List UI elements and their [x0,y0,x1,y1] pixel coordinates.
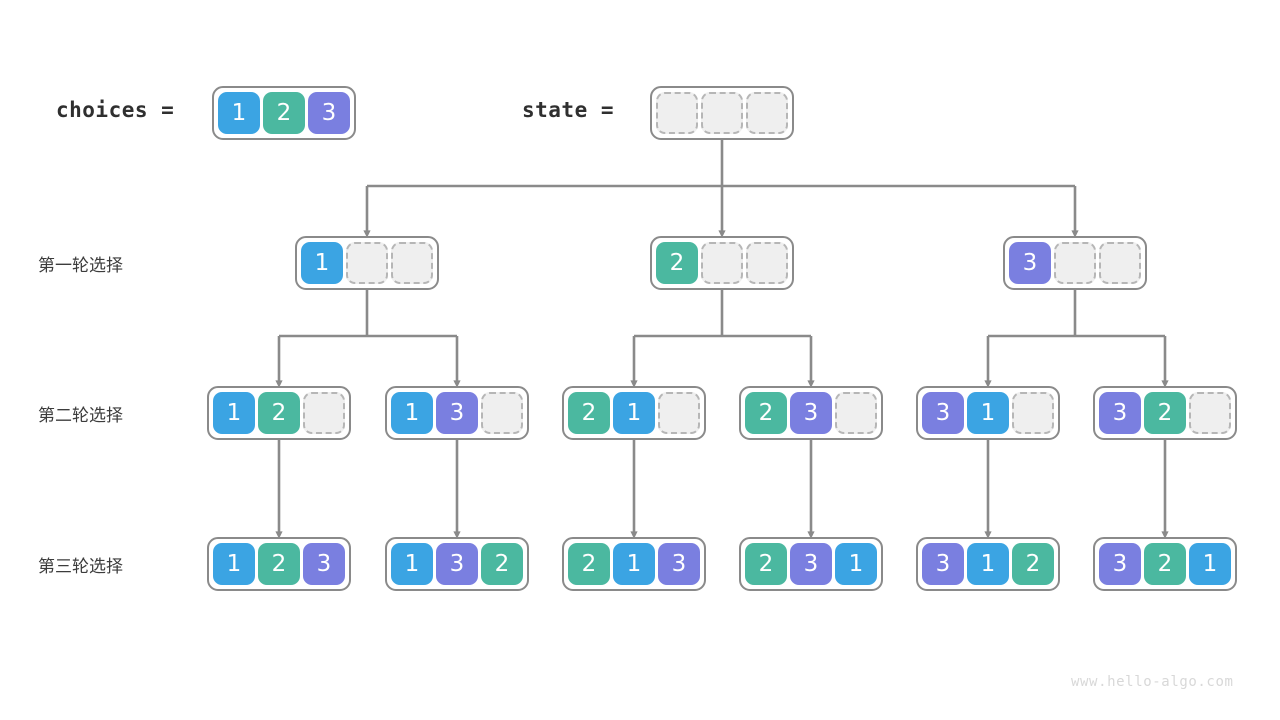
r2n1-cell-1: 1 [213,392,255,434]
r2n1-cell-3 [303,392,345,434]
r3n6-cell-3: 1 [1189,543,1231,585]
r3n3-cell-2: 1 [613,543,655,585]
r2n2-cell-2: 3 [436,392,478,434]
r2n3-cell-1: 2 [568,392,610,434]
r1n2-cell-3 [746,242,788,284]
r3n3-cell-3: 3 [658,543,700,585]
r3n1-cell-1: 1 [213,543,255,585]
state-cell-1 [656,92,698,134]
r3n2-cell-1: 1 [391,543,433,585]
state-cell-3 [746,92,788,134]
r2n3-cell-2: 1 [613,392,655,434]
r1n1-cell-1: 1 [301,242,343,284]
round-label-1: 第一轮选择 [38,256,123,276]
choices-cell-3: 3 [308,92,350,134]
r3n5-cell-2: 1 [967,543,1009,585]
r2n4-cell-3 [835,392,877,434]
r1n3-cell-1: 3 [1009,242,1051,284]
watermark: www.hello-algo.com [1071,674,1234,690]
r2n2-cell-3 [481,392,523,434]
r2n5-cell-2: 1 [967,392,1009,434]
r2n6-cell-3 [1189,392,1231,434]
r2n5-cell-1: 3 [922,392,964,434]
r2n6-cell-1: 3 [1099,392,1141,434]
r3n2-cell-3: 2 [481,543,523,585]
choices-cell-2: 2 [263,92,305,134]
r3n6-cell-1: 3 [1099,543,1141,585]
r1n2-cell-2 [701,242,743,284]
r3n1-cell-3: 3 [303,543,345,585]
r1n1-cell-3 [391,242,433,284]
r2n4-cell-2: 3 [790,392,832,434]
r3n4-cell-2: 3 [790,543,832,585]
r2n3-cell-3 [658,392,700,434]
tree-node-r1-1: 1 [295,236,439,290]
r1n2-cell-1: 2 [656,242,698,284]
r3n6-cell-2: 2 [1144,543,1186,585]
r3n2-cell-2: 3 [436,543,478,585]
state-label: state = [522,98,615,122]
r1n3-cell-2 [1054,242,1096,284]
state-array [650,86,794,140]
r3n5-cell-1: 3 [922,543,964,585]
choices-label: choices = [56,98,175,122]
r2n2-cell-1: 1 [391,392,433,434]
r2n5-cell-3 [1012,392,1054,434]
choices-cell-1: 1 [218,92,260,134]
r3n1-cell-2: 2 [258,543,300,585]
r3n4-cell-3: 1 [835,543,877,585]
round-label-2: 第二轮选择 [38,406,123,426]
tree-node-r1-2: 2 [650,236,794,290]
state-cell-2 [701,92,743,134]
r1n3-cell-3 [1099,242,1141,284]
r3n4-cell-1: 2 [745,543,787,585]
r3n3-cell-1: 2 [568,543,610,585]
r2n4-cell-1: 2 [745,392,787,434]
r2n6-cell-2: 2 [1144,392,1186,434]
r2n1-cell-2: 2 [258,392,300,434]
round-label-3: 第三轮选择 [38,557,123,577]
r3n5-cell-3: 2 [1012,543,1054,585]
r1n1-cell-2 [346,242,388,284]
tree-node-r1-3: 3 [1003,236,1147,290]
